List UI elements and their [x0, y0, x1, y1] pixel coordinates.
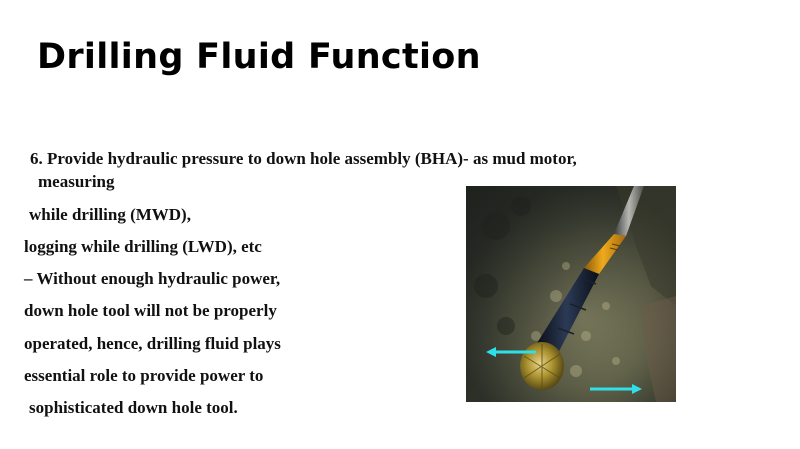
body-line-9: sophisticated down hole tool. [29, 398, 238, 417]
body-line-8: essential role to provide power to [24, 366, 264, 385]
body-line-5: – Without enough hydraulic power, [24, 269, 281, 288]
slide-title: Drilling Fluid Function [37, 37, 481, 77]
body-line-6: down hole tool will not be properly [24, 301, 277, 320]
body-line-1: 6. Provide hydraulic pressure to down ho… [30, 149, 577, 168]
body-line-3: while drilling (MWD), [29, 205, 191, 224]
body-line-2: measuring [38, 172, 115, 191]
body-line-4: logging while drilling (LWD), etc [24, 237, 262, 256]
drill-bit-illustration [466, 186, 676, 402]
drill-bit-photo [466, 186, 676, 402]
flow-arrow-left-icon [486, 347, 536, 357]
body-line-7: operated, hence, drilling fluid plays [24, 334, 281, 353]
flow-arrow-right-icon [590, 384, 642, 394]
